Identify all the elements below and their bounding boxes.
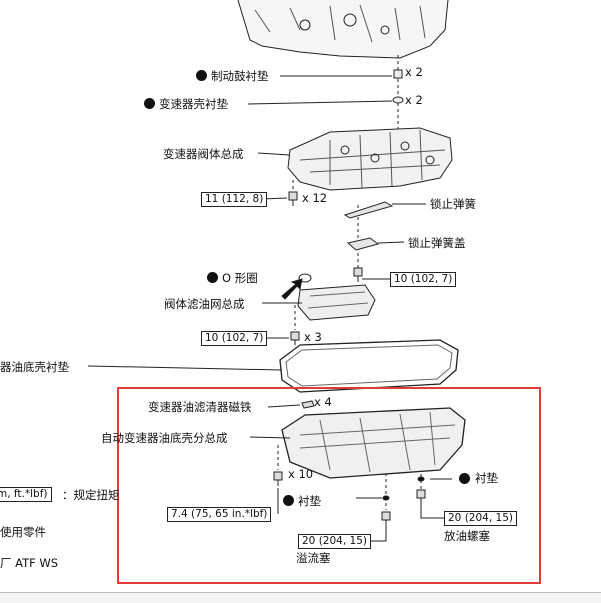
strainer: [297, 284, 376, 321]
qty-case-gasket: x 2: [405, 93, 423, 107]
torque-drain: 20 (204, 15): [444, 511, 517, 526]
highlight-frame: [117, 387, 541, 584]
direction-arrow: [281, 278, 303, 300]
legend-parts-text: 使用零件: [0, 525, 46, 539]
label-case-gasket: 变速器壳衬垫: [159, 97, 228, 111]
label-lock-spring: 锁止弹簧: [430, 197, 476, 211]
qty-strainer-bolts: x 3: [304, 330, 322, 344]
lock-spring-bolt: [353, 267, 363, 282]
bullet-dot: [207, 272, 218, 283]
bullet-dot: [459, 473, 470, 484]
label-valve-body: 变速器阀体总成: [163, 147, 244, 161]
brake-drum-gasket: [393, 69, 403, 79]
label-gasket-right: 衬垫: [475, 471, 498, 485]
qty-pan-bolts: x 10: [288, 467, 314, 481]
pan-bolt: [273, 471, 283, 486]
qty-magnet: x 4: [314, 395, 332, 409]
overflow-plug: [381, 511, 391, 526]
case-gasket: [392, 96, 404, 104]
transmission-case: [237, 0, 449, 59]
torque-lock-spring: 10 (102, 7): [390, 272, 457, 287]
label-magnet: 变速器油滤清器磁铁: [148, 400, 252, 414]
legend-torque-text: ：规定扭矩: [62, 488, 120, 502]
strainer-bolt: [290, 331, 300, 345]
torque-overflow: 20 (204, 15): [298, 534, 371, 549]
lock-spring-cover: [346, 237, 380, 251]
qty-brake-drum: x 2: [405, 65, 423, 79]
label-oil-pan: 自动变速器油底壳分总成: [101, 431, 228, 445]
overflow-gasket: [382, 495, 390, 501]
label-drain-plug: 放油螺塞: [444, 529, 490, 543]
drain-gasket: [417, 476, 425, 482]
o-ring: [298, 273, 312, 283]
label-pan-gasket: 器油底壳衬垫: [0, 360, 69, 374]
label-o-ring: O 形圈: [222, 271, 258, 285]
bullet-dot: [283, 495, 294, 506]
valve-body: [287, 127, 453, 191]
label-gasket-left: 衬垫: [298, 494, 321, 508]
label-overflow-plug: 溢流塞: [296, 551, 331, 565]
torque-strainer: 10 (102, 7): [201, 331, 268, 346]
label-brake-drum-gasket: 制动鼓衬垫: [211, 69, 269, 83]
legend-torque-box: m, ft.*lbf): [0, 487, 52, 502]
drain-plug: [416, 489, 426, 504]
bullet-dot: [196, 70, 207, 81]
torque-valve-body: 11 (112, 8): [201, 192, 268, 207]
torque-pan: 7.4 (75, 65 in.*lbf): [167, 507, 272, 522]
qty-valve-bolts: x 12: [302, 191, 328, 205]
lock-spring: [343, 201, 394, 219]
label-strainer: 阀体滤油网总成: [164, 297, 245, 311]
page-bottom-strip: [0, 592, 601, 603]
label-lock-spring-cover: 锁止弹簧盖: [408, 236, 466, 250]
oil-pan-gasket: [279, 339, 459, 393]
valve-body-bolt: [288, 191, 298, 206]
legend-fluid-text: 厂 ATF WS: [0, 556, 59, 570]
magnet: [301, 400, 315, 409]
bullet-dot: [144, 98, 155, 109]
